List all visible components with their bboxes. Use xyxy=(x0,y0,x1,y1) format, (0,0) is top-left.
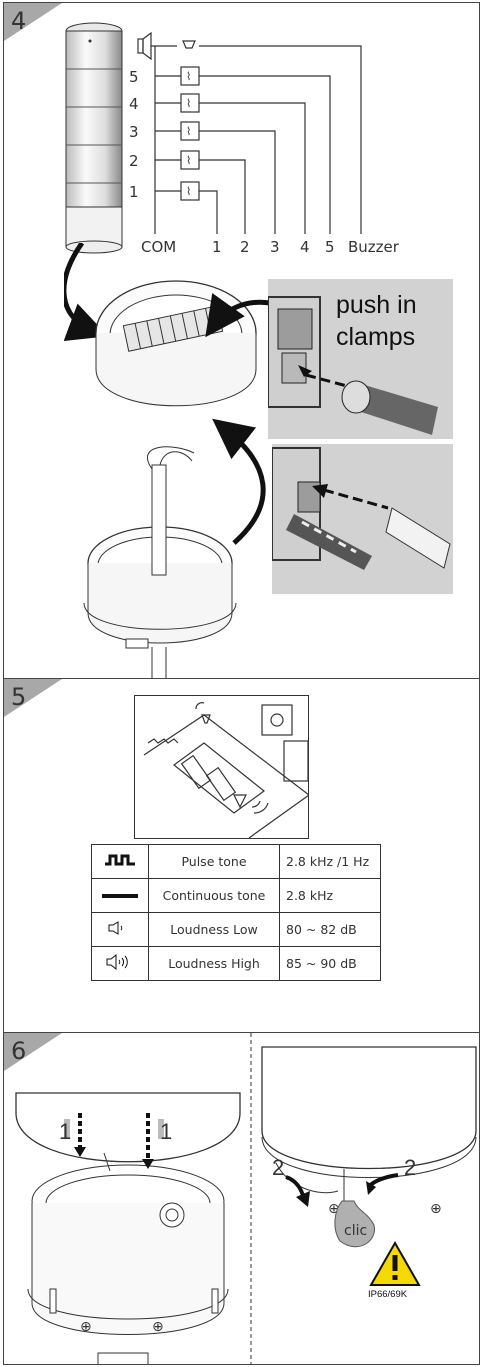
tone-value: 80 ~ 82 dB xyxy=(279,912,381,947)
tone-name: Continuous tone xyxy=(148,878,280,913)
wiring-label-1: 1 xyxy=(129,183,139,201)
step-number: 4 xyxy=(11,7,27,35)
screwdriver-release-photo xyxy=(272,444,453,594)
wiring-terminal-3: 3 xyxy=(270,238,280,256)
wiring-diagram: ⌇ ⌇ ⌇ ⌇ ⌇ 5 4 3 2 1 COM 1 2 3 4 5 Buzzer xyxy=(129,31,400,256)
svg-text:⌇: ⌇ xyxy=(186,185,191,198)
wiring-label-5: 5 xyxy=(129,68,139,86)
tone-value: 2.8 kHz /1 Hz xyxy=(279,844,381,879)
speaker-high-icon xyxy=(106,953,128,971)
push-in-text: push in xyxy=(336,291,417,319)
step-5-panel: 5 Pulse tone 2.8 kHz /1 Hz xyxy=(3,678,480,1033)
table-row: Loudness High 85 ~ 90 dB xyxy=(91,946,381,981)
wiring-terminal-buzzer: Buzzer xyxy=(348,238,400,256)
pulse-tone-icon xyxy=(105,854,135,866)
svg-text:⊕: ⊕ xyxy=(80,1319,92,1335)
step-arrow-label: 2 xyxy=(272,1155,284,1180)
wiring-terminal-1: 1 xyxy=(212,238,222,256)
svg-text:⊕: ⊕ xyxy=(152,1319,164,1335)
step-tab xyxy=(4,3,62,41)
wiring-terminal-4: 4 xyxy=(300,238,310,256)
table-row: Loudness Low 80 ~ 82 dB xyxy=(91,912,381,947)
speaker-low-icon xyxy=(108,921,123,935)
tone-name: Loudness High xyxy=(148,946,280,981)
step-4-panel: 4 xyxy=(3,2,480,679)
svg-text:⌇: ⌇ xyxy=(186,70,191,83)
tone-table: Pulse tone 2.8 kHz /1 Hz Continuous tone… xyxy=(91,844,381,981)
clic-label: clic xyxy=(344,1223,367,1239)
svg-text:⊕: ⊕ xyxy=(328,1201,340,1217)
wiring-label-3: 3 xyxy=(129,123,139,141)
svg-text:⌇: ⌇ xyxy=(186,154,191,167)
base-assembly-illustration xyxy=(64,243,271,678)
wiring-label-4: 4 xyxy=(129,95,139,113)
cover-lock-illustration: ⊕ ⊕ clic 2 2 IP66/69K xyxy=(261,1046,477,1300)
svg-text:⊕: ⊕ xyxy=(430,1201,442,1217)
tone-value: 85 ~ 90 dB xyxy=(279,946,381,981)
divider xyxy=(250,1033,252,1364)
wiring-terminal-2: 2 xyxy=(240,238,250,256)
wiring-terminal-5: 5 xyxy=(325,238,335,256)
wiring-label-2: 2 xyxy=(129,152,139,170)
table-row: Continuous tone 2.8 kHz xyxy=(91,878,381,913)
step-number: 5 xyxy=(11,683,27,711)
cover-insertion-illustration: ⊕ ⊕ 1 1 xyxy=(15,1092,241,1364)
step-tab xyxy=(4,679,62,717)
buzzer-switch-illustration xyxy=(134,695,309,839)
step-number: 6 xyxy=(11,1037,27,1065)
signal-tower-illustration xyxy=(65,22,123,254)
step-arrow-label: 2 xyxy=(404,1155,416,1180)
ip-rating-label: IP66/69K xyxy=(368,1289,408,1300)
svg-text:⌇: ⌇ xyxy=(186,125,191,138)
step-arrow-label: 1 xyxy=(160,1119,172,1144)
push-in-clamps-photo: push in clamps xyxy=(268,279,453,439)
wiring-terminal-com: COM xyxy=(141,238,176,256)
continuous-tone-icon xyxy=(102,894,138,898)
step-tab xyxy=(4,1033,62,1071)
tone-name: Pulse tone xyxy=(148,844,280,879)
tone-name: Loudness Low xyxy=(148,912,280,947)
step-arrow-label: 1 xyxy=(59,1119,71,1144)
clamps-text: clamps xyxy=(336,323,415,351)
step-6-panel: 6 ⊕ ⊕ 1 1 ⊕ ⊕ xyxy=(3,1032,480,1365)
table-row: Pulse tone 2.8 kHz /1 Hz xyxy=(91,844,381,879)
warning-icon xyxy=(369,1240,421,1286)
tone-value: 2.8 kHz xyxy=(279,878,381,913)
svg-text:⌇: ⌇ xyxy=(186,97,191,110)
